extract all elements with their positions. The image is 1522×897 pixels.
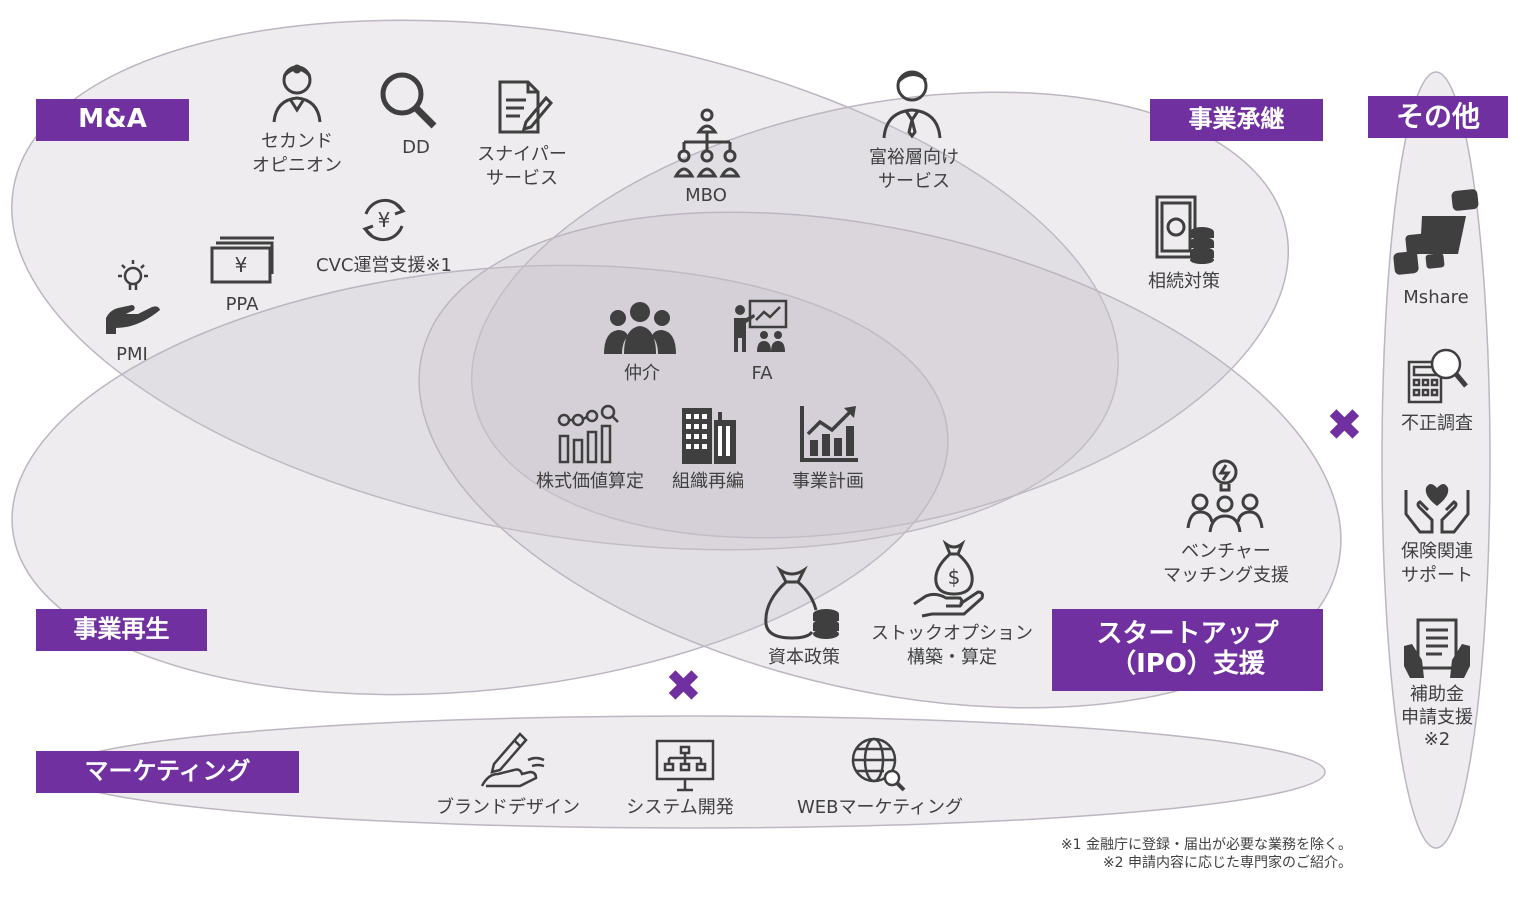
service-second-opinion: セカンド オピニオン: [252, 131, 342, 177]
service-mshare: Mshare: [1403, 287, 1469, 308]
banknote-icon: ¥: [210, 234, 274, 286]
calculator-search-icon: [1406, 346, 1468, 404]
service-wealthy: 富裕層向け サービス: [869, 147, 959, 193]
ellipse-turnaround: [11, 264, 949, 696]
mshare-logo-icon: [1392, 188, 1480, 278]
money-stack-icon: [1154, 194, 1216, 264]
money-bag-icon: [762, 565, 840, 642]
doctor-icon: [270, 58, 324, 124]
hands-heart-icon: [1402, 480, 1472, 536]
hand-pen-icon: [480, 730, 548, 790]
document-pencil-icon: [496, 78, 554, 136]
service-sniper: スナイパー サービス: [477, 144, 567, 190]
ellipse-succession: [470, 91, 1290, 539]
service-mbo: MBO: [685, 185, 727, 206]
org-chart-icon: [673, 108, 741, 180]
growth-chart-icon: [798, 404, 860, 464]
service-inheritance: 相続対策: [1148, 271, 1220, 292]
yen-cycle-icon: ¥: [356, 192, 412, 248]
hands-document-icon: [1402, 616, 1472, 680]
service-ppa: PPA: [225, 294, 259, 315]
category-marketing: マーケティング: [36, 751, 299, 793]
businessman-icon: [880, 66, 944, 140]
svg-text:$: $: [948, 565, 961, 589]
magnifier-icon: [378, 70, 438, 130]
footnote-2: ※2 申請内容に応じた専門家のご紹介。: [1102, 855, 1352, 871]
monitor-network-icon: [654, 738, 716, 792]
category-succession: 事業承継: [1150, 99, 1323, 141]
service-reorganization: 組織再編: [672, 471, 744, 492]
footnote-1: ※1 金融庁に登録・届出が必要な業務を除く。: [1060, 837, 1352, 853]
service-valuation: 株式価値算定: [536, 471, 644, 492]
category-startup: スタートアップ （IPO）支援: [1052, 609, 1323, 691]
team-idea-icon: [1186, 458, 1264, 534]
service-dd: DD: [402, 137, 430, 158]
cross-icon: ✖: [665, 661, 702, 712]
cross-icon: ✖: [1326, 400, 1363, 451]
service-cvc: CVC運営支援※1: [316, 255, 452, 276]
service-venture-matching: ベンチャー マッチング支援: [1163, 541, 1289, 587]
buildings-icon: [678, 402, 740, 464]
category-ma: M&A: [36, 99, 189, 141]
service-subsidy: 補助金 申請支援 ※2: [1401, 684, 1473, 750]
service-capital-policy: 資本政策: [768, 647, 840, 668]
globe-search-icon: [850, 736, 906, 792]
service-stock-option: ストックオプション 構築・算定: [871, 623, 1033, 669]
hand-money-icon: $: [912, 539, 986, 618]
ellipse-ma: [11, 19, 1119, 551]
service-fa: FA: [751, 363, 773, 384]
category-other: その他: [1368, 96, 1508, 138]
service-system-dev: システム開発: [626, 797, 734, 818]
service-brokerage: 仲介: [624, 363, 660, 384]
service-web-marketing: WEBマーケティング: [796, 797, 964, 818]
svg-text:¥: ¥: [235, 253, 248, 277]
people-group-icon: [602, 300, 678, 356]
service-fraud: 不正調査: [1401, 413, 1473, 434]
presentation-icon: [730, 298, 790, 354]
category-turnaround: 事業再生: [36, 609, 207, 651]
svg-text:¥: ¥: [378, 208, 391, 232]
service-brand-design: ブランドデザイン: [436, 797, 580, 818]
service-insurance: 保険関連 サポート: [1401, 541, 1473, 587]
service-business-plan: 事業計画: [792, 471, 864, 492]
hand-bulb-icon: [104, 256, 162, 336]
service-pmi: PMI: [116, 344, 148, 365]
chart-magnifier-icon: [556, 404, 620, 464]
